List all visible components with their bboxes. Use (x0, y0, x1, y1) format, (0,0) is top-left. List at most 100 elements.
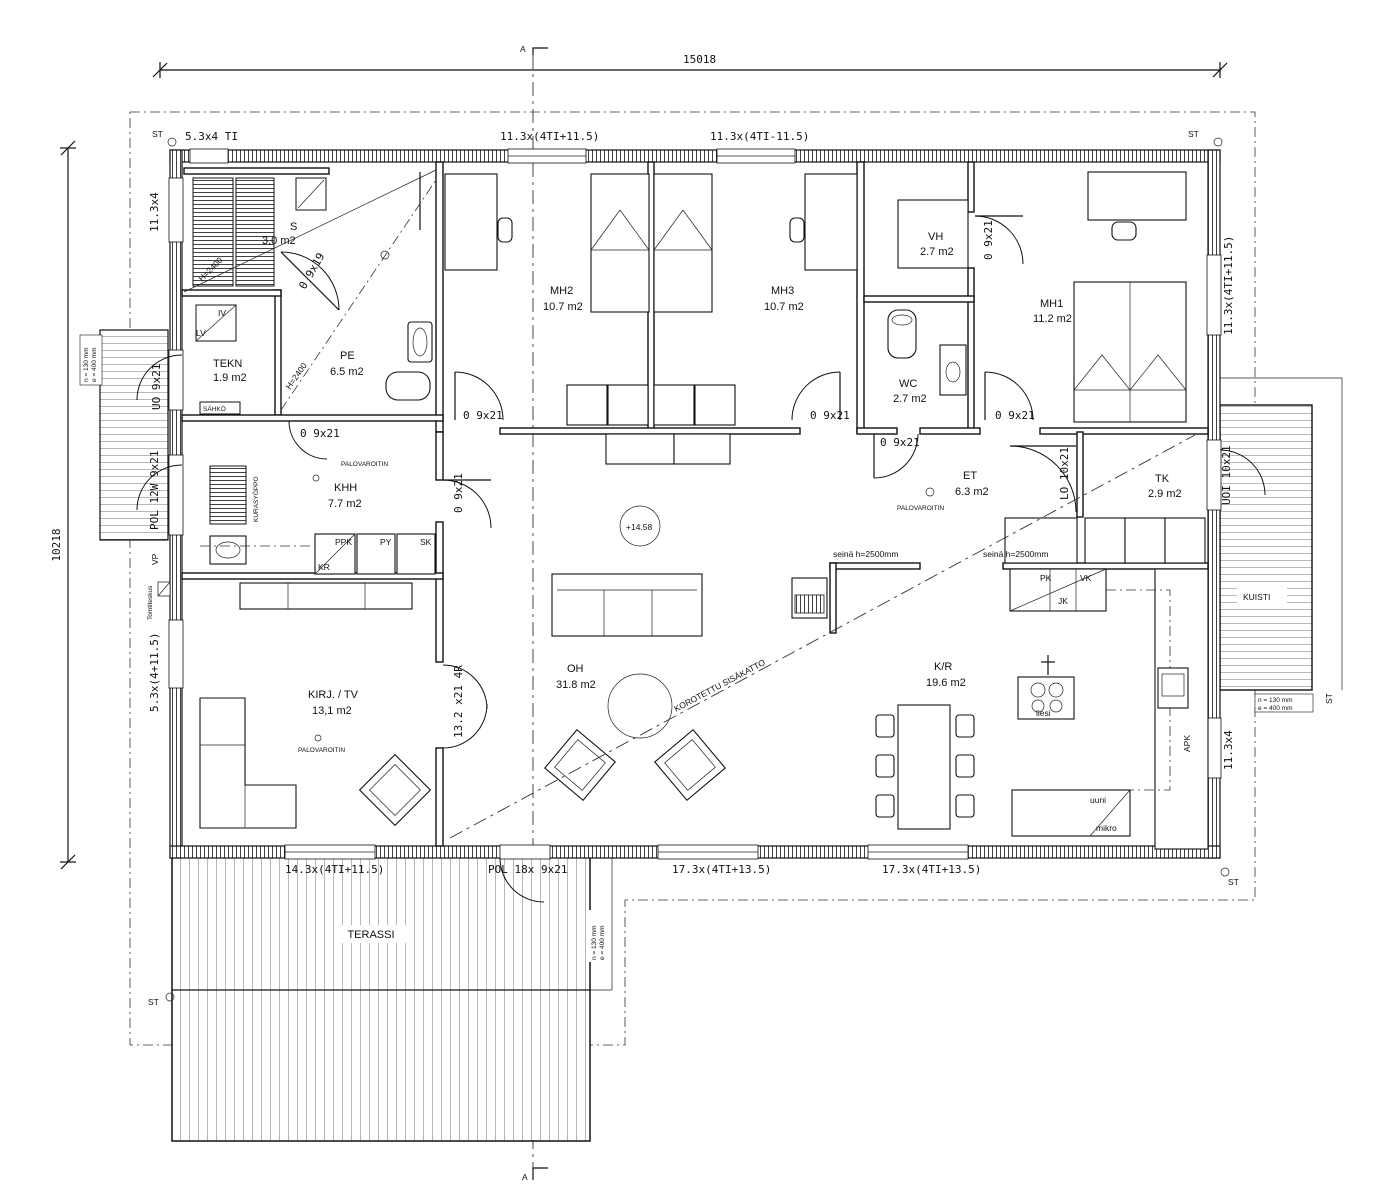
room-name-pe: PE (340, 350, 355, 362)
door-label-tk: LO 10x21 (1058, 447, 1071, 500)
entrance-steps: n = 130 mm e = 400 mm (79, 329, 169, 541)
room-name-oh: OH (567, 663, 584, 675)
dishwasher-label: APK (1182, 735, 1192, 752)
room-area-mh3: 10.7 m2 (764, 301, 804, 313)
window-label-top-mid: 11.3x(4TI+11.5) (500, 130, 599, 143)
room-labels: S 3.0 m2 TEKN 1.9 m2 PE 6.5 m2 MH2 10.7 … (213, 221, 1182, 717)
doors (136, 215, 1266, 903)
room-area-s: 3.0 m2 (262, 235, 296, 247)
st-marker-tl: ST (152, 129, 163, 139)
st-markers: ST ST ST ST ST (148, 129, 1334, 1007)
h2400-label-2: H=2400 (283, 361, 309, 392)
room-area-wc: 2.7 m2 (893, 393, 927, 405)
room-area-tk: 2.9 m2 (1148, 488, 1182, 500)
dimension-height: 10218 (50, 140, 76, 870)
microwave-label: mikro (1096, 823, 1117, 833)
mh3-furniture (653, 173, 858, 465)
room-name-kr: K/R (934, 661, 952, 673)
window-label-bottom-left: 14.3x(4TI+11.5) (285, 863, 384, 876)
terrace-label: TERASSI (347, 929, 394, 941)
room-name-tk: TK (1155, 473, 1170, 485)
living-furniture (544, 505, 828, 801)
height-dimension-text: 10218 (50, 528, 63, 561)
terrace-deck-spacing: n = 130 mm (591, 925, 598, 960)
room-name-tekn: TEKN (213, 358, 242, 370)
room-area-kirj: 13,1 m2 (312, 705, 352, 717)
floor-level-label: +14.58 (626, 522, 653, 532)
door-label-khh: 0 9x21 (300, 427, 340, 440)
vk-label: VK (1080, 573, 1092, 583)
room-area-khh: 7.7 m2 (328, 498, 362, 510)
palovaroitin-et: PALOVAROITIN (897, 505, 944, 512)
door-label-tk2: UOI 10x21 (1220, 445, 1233, 505)
wall-height-label-2: seinä h=2500mm (983, 549, 1048, 559)
terrace: TERASSI n = 130 mm e = 400 mm (171, 855, 613, 1142)
porch-deck-width: e = 400 mm (1258, 705, 1293, 712)
ppk-label: PPK (335, 537, 352, 547)
sahko-label: SÄHKÖ (203, 405, 226, 413)
pk-label: PK (1040, 573, 1052, 583)
room-area-et: 6.3 m2 (955, 486, 989, 498)
porch: KUISTI n = 130 mm e = 400 mm (1219, 377, 1343, 713)
py-label: PY (380, 537, 392, 547)
door-label-mh3: 0 9x21 (810, 409, 850, 422)
lv-label: LV (196, 328, 206, 338)
room-name-mh2: MH2 (550, 285, 573, 297)
plot-boundary (129, 111, 1256, 1046)
door-label-mh1: 0 9x21 (995, 409, 1035, 422)
room-area-oh: 31.8 m2 (556, 679, 596, 691)
jk-label: JK (1058, 596, 1068, 606)
window-label-bottom-right2: 17.3x(4TI+13.5) (882, 863, 981, 876)
room-name-s: S (290, 221, 297, 233)
wardrobes (925, 487, 1206, 564)
room-area-kr: 19.6 m2 (926, 677, 966, 689)
oven-label: uuni (1090, 795, 1106, 805)
door-label-s: 0 9x19 (296, 251, 327, 292)
section-mark-top: A (520, 44, 526, 54)
room-area-mh1: 11.2 m2 (1033, 313, 1072, 325)
door-label-side: POL 12W 9x21 (148, 451, 161, 530)
raised-ceiling-label: KOROTETTU SISÄKATTO (672, 657, 767, 714)
kurasyoppo-label: KURASYÖPPO (252, 476, 260, 522)
room-name-wc: WC (899, 378, 917, 390)
door-label-wc: 0 9x21 (880, 436, 920, 449)
st-marker-tr: ST (1188, 129, 1199, 139)
window-label-bottom-mid: POL 18x 9x21 (488, 863, 567, 876)
width-dimension-text: 15018 (683, 53, 716, 66)
entry-labels: VP Tomtiteskus (147, 553, 171, 620)
khh-fixtures: KURASYÖPPO PPK KR PY SK (200, 465, 436, 575)
tomtiteskus-label: Tomtiteskus (147, 585, 154, 620)
porch-deck-spacing: n = 130 mm (1258, 697, 1293, 704)
wall-height-label-1: seinä h=2500mm (833, 549, 898, 559)
window-label-right-top: 11.3x(4TI+11.5) (1222, 236, 1235, 335)
st-marker-porch: ST (1324, 693, 1334, 704)
section-mark-bottom: A (522, 1172, 528, 1182)
palovaroitin-khh: PALOVAROITIN (341, 461, 388, 468)
window-label-right-low: 11.3x4 (1222, 730, 1235, 770)
window-label-top-right: 11.3x(4TI-11.5) (710, 130, 809, 143)
tekn-fixtures: IV LV SÄHKÖ (195, 304, 241, 415)
room-name-mh1: MH1 (1040, 298, 1063, 310)
kr-small-label: KR (318, 562, 330, 572)
steps-deck-width: e = 400 mm (91, 347, 98, 382)
room-name-khh: KHH (334, 482, 357, 494)
st-marker-br: ST (1228, 877, 1239, 887)
interior-walls (181, 161, 1209, 847)
sk-label: SK (420, 537, 432, 547)
palovaroitin-kirj: PALOVAROITIN (298, 747, 345, 754)
mh1-furniture (1073, 171, 1187, 423)
sauna-benches (183, 169, 437, 293)
door-label-vh: 0 9x21 (982, 220, 995, 260)
steps-deck-spacing: n = 130 mm (83, 347, 90, 382)
room-area-vh: 2.7 m2 (920, 246, 954, 258)
door-label-oh: 13.2 x21 4R (452, 665, 465, 738)
room-name-vh: VH (928, 231, 943, 243)
room-area-mh2: 10.7 m2 (543, 301, 583, 313)
st-marker-bl: ST (148, 997, 159, 1007)
window-label-left-top: 11.3x4 (148, 192, 161, 232)
door-label-khh2: 0 9x21 (452, 473, 465, 513)
window-label-left-low: 5.3x(4+11.5) (148, 633, 161, 712)
outer-walls (168, 148, 1222, 860)
vp-label: VP (150, 553, 160, 565)
